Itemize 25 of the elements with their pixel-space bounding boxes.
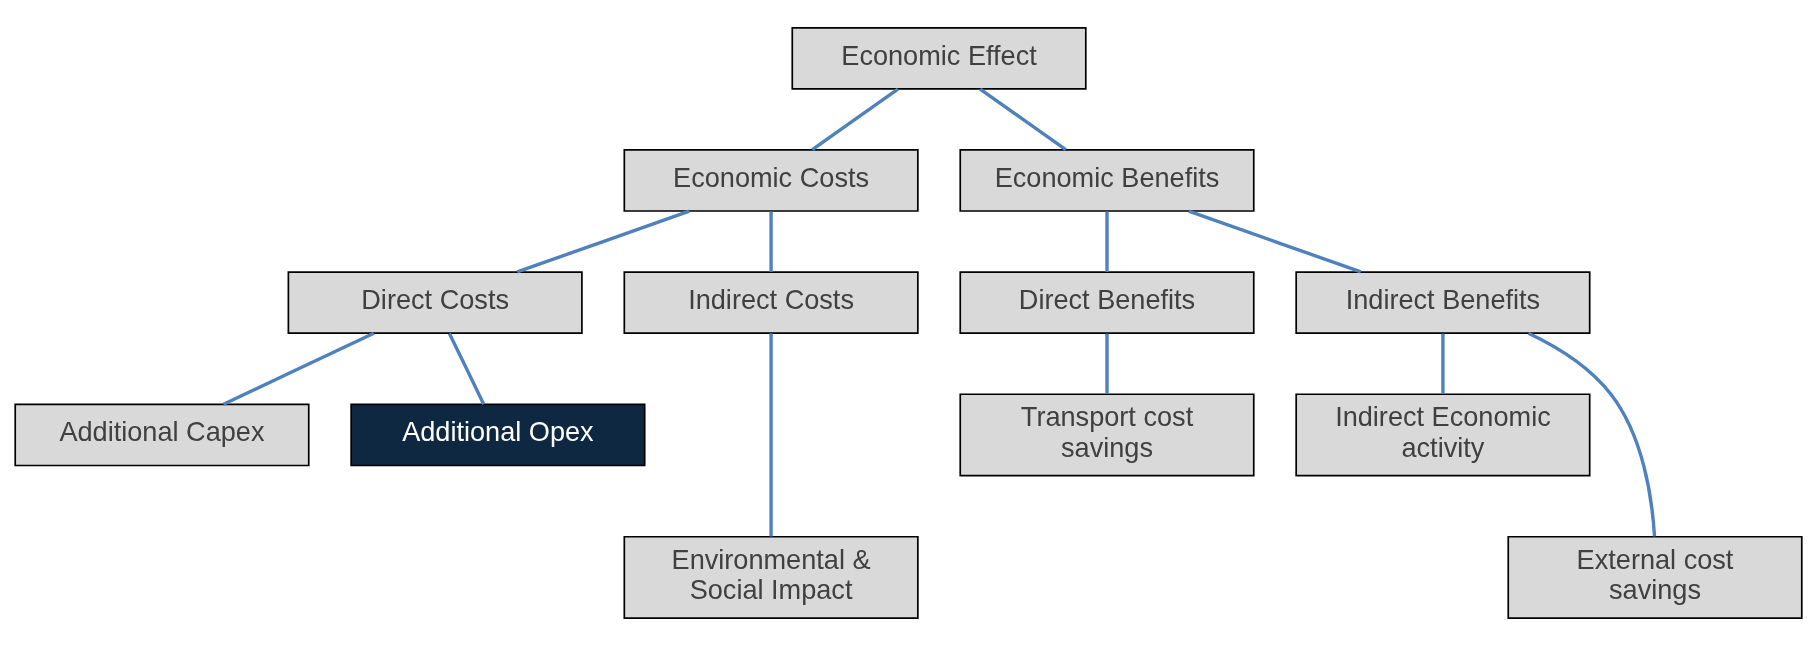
connector [1105,333,1109,394]
node-box: Economic Effect [791,26,1087,90]
node-box: Direct Costs [287,271,583,335]
connector [979,87,1067,151]
connector [222,331,375,406]
connector [516,209,690,274]
connector [1527,331,1657,537]
connector [1188,209,1362,274]
node-box: Environmental & Social Impact [623,535,919,620]
connector [769,333,773,537]
connector [1105,211,1109,272]
connector [1441,333,1445,394]
node-box: Indirect Benefits [1295,271,1591,335]
node-box: Additional Opex [350,403,646,467]
node-box: Indirect Costs [623,271,919,335]
node-box: Transport cost savings [959,393,1255,477]
node-box: External cost savings [1507,535,1803,620]
connector [811,87,899,151]
connector [769,211,773,272]
node-box: Economic Benefits [959,149,1255,212]
node-box: Indirect Economic activity [1295,393,1591,477]
connector [447,332,486,405]
node-box: Additional Capex [14,403,310,467]
node-box: Economic Costs [623,149,919,212]
node-box: Direct Benefits [959,271,1255,335]
